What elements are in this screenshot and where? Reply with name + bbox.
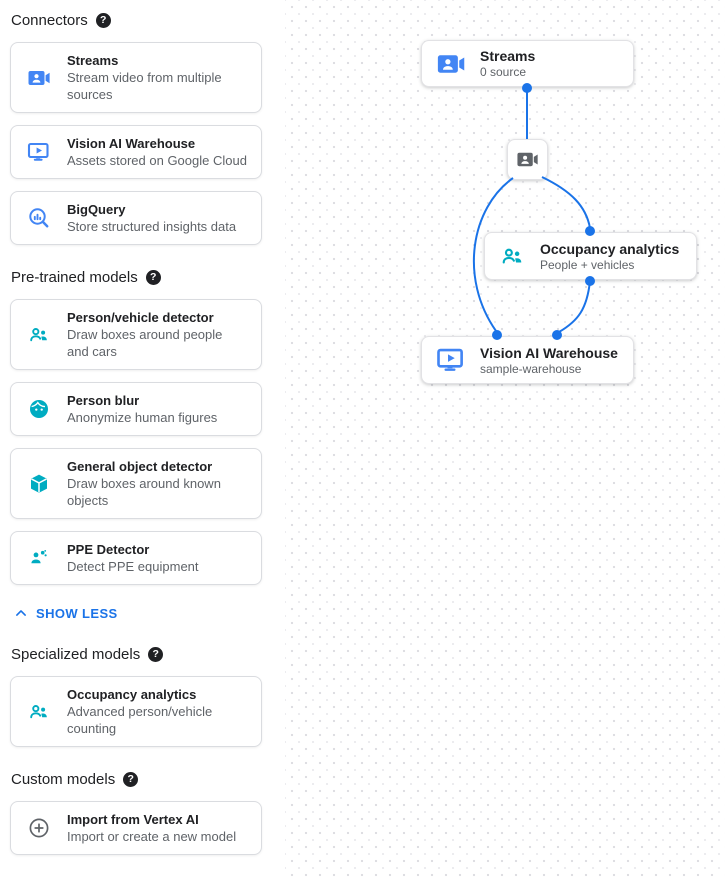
help-icon[interactable]: ? bbox=[95, 13, 111, 28]
section-heading-pretrained-models: Pre-trained models ? bbox=[11, 269, 285, 286]
help-icon[interactable]: ? bbox=[123, 772, 139, 787]
card-title: BigQuery bbox=[67, 202, 126, 217]
bigquery-icon bbox=[27, 206, 51, 230]
person-gear-icon bbox=[27, 546, 51, 570]
edge-occupancy-to-warehouse bbox=[558, 280, 591, 333]
graph-node-vision-ai-warehouse[interactable]: Vision AI Warehouse sample-warehouse bbox=[421, 336, 634, 384]
section-heading-connectors: Connectors ? bbox=[11, 12, 285, 29]
card-title: Occupancy analytics bbox=[67, 687, 197, 702]
help-icon[interactable]: ? bbox=[148, 647, 164, 662]
graph-canvas[interactable]: Streams 0 source Occupancy analytics Peo… bbox=[285, 0, 725, 878]
palette-card-bigquery[interactable]: BigQuery Store structured insights data bbox=[10, 191, 262, 245]
monitor-play-icon bbox=[27, 140, 51, 164]
face-icon bbox=[27, 397, 51, 421]
people-icon bbox=[499, 243, 526, 270]
edge-processor-to-occupancy bbox=[541, 176, 591, 229]
card-title: Vision AI Warehouse bbox=[67, 136, 196, 151]
video-camera-icon bbox=[516, 148, 539, 171]
cube-icon bbox=[27, 472, 51, 496]
card-description: Detect PPE equipment bbox=[67, 559, 199, 574]
node-subtitle: sample-warehouse bbox=[480, 361, 582, 376]
palette-card-general-object-detector[interactable]: General object detector Draw boxes aroun… bbox=[10, 448, 262, 519]
card-title: Streams bbox=[67, 53, 119, 68]
people-icon bbox=[27, 323, 51, 347]
card-description: Anonymize human figures bbox=[67, 410, 218, 425]
section-title: Custom models bbox=[11, 771, 116, 788]
node-title: Occupancy analytics bbox=[540, 240, 680, 257]
card-description: Stream video from multiple sources bbox=[67, 70, 222, 102]
help-icon[interactable]: ? bbox=[145, 270, 161, 285]
palette-card-import-from-vertex-ai[interactable]: Import from Vertex AI Import or create a… bbox=[10, 801, 262, 855]
card-title: Person/vehicle detector bbox=[67, 310, 214, 325]
component-palette-sidebar: Connectors ? Streams Stream video from m… bbox=[0, 0, 285, 878]
node-title: Vision AI Warehouse bbox=[480, 344, 618, 361]
card-description: Draw boxes around known objects bbox=[67, 476, 221, 508]
palette-card-person-vehicle-detector[interactable]: Person/vehicle detector Draw boxes aroun… bbox=[10, 299, 262, 370]
palette-card-vision-ai-warehouse[interactable]: Vision AI Warehouse Assets stored on Goo… bbox=[10, 125, 262, 179]
section-heading-custom-models: Custom models ? bbox=[11, 771, 285, 788]
node-subtitle: People + vehicles bbox=[540, 257, 635, 272]
section-title: Pre-trained models bbox=[11, 269, 138, 286]
card-description: Store structured insights data bbox=[67, 219, 237, 234]
show-less-label: SHOW LESS bbox=[36, 605, 118, 621]
section-heading-specialized-models: Specialized models ? bbox=[11, 646, 285, 663]
graph-node-occupancy-analytics[interactable]: Occupancy analytics People + vehicles bbox=[484, 232, 697, 280]
card-description: Import or create a new model bbox=[67, 829, 237, 844]
card-title: Person blur bbox=[67, 393, 140, 408]
card-title: Import from Vertex AI bbox=[67, 812, 199, 827]
graph-node-streams[interactable]: Streams 0 source bbox=[421, 40, 634, 87]
card-title: General object detector bbox=[67, 459, 213, 474]
card-description: Draw boxes around people and cars bbox=[67, 327, 223, 359]
section-title: Specialized models bbox=[11, 646, 141, 663]
chevron-up-icon bbox=[12, 604, 30, 622]
people-icon bbox=[27, 700, 51, 724]
graph-node-camera-processor[interactable] bbox=[507, 139, 548, 180]
show-less-button[interactable]: SHOW LESS bbox=[12, 604, 285, 622]
card-description: Assets stored on Google Cloud bbox=[67, 153, 247, 168]
palette-card-occupancy-analytics[interactable]: Occupancy analytics Advanced person/vehi… bbox=[10, 676, 262, 747]
video-camera-icon bbox=[27, 66, 51, 90]
card-description: Advanced person/vehicle counting bbox=[67, 704, 213, 736]
section-title: Connectors bbox=[11, 12, 88, 29]
palette-card-person-blur[interactable]: Person blur Anonymize human figures bbox=[10, 382, 262, 436]
node-title: Streams bbox=[480, 48, 536, 64]
node-subtitle: 0 source bbox=[480, 65, 527, 79]
palette-card-streams[interactable]: Streams Stream video from multiple sourc… bbox=[10, 42, 262, 113]
card-title: PPE Detector bbox=[67, 542, 150, 557]
monitor-play-icon bbox=[436, 345, 466, 375]
palette-card-ppe-detector[interactable]: PPE Detector Detect PPE equipment bbox=[10, 531, 262, 585]
graph-edges bbox=[472, 83, 595, 340]
video-camera-icon bbox=[436, 49, 466, 79]
plus-circle-icon bbox=[27, 816, 51, 840]
